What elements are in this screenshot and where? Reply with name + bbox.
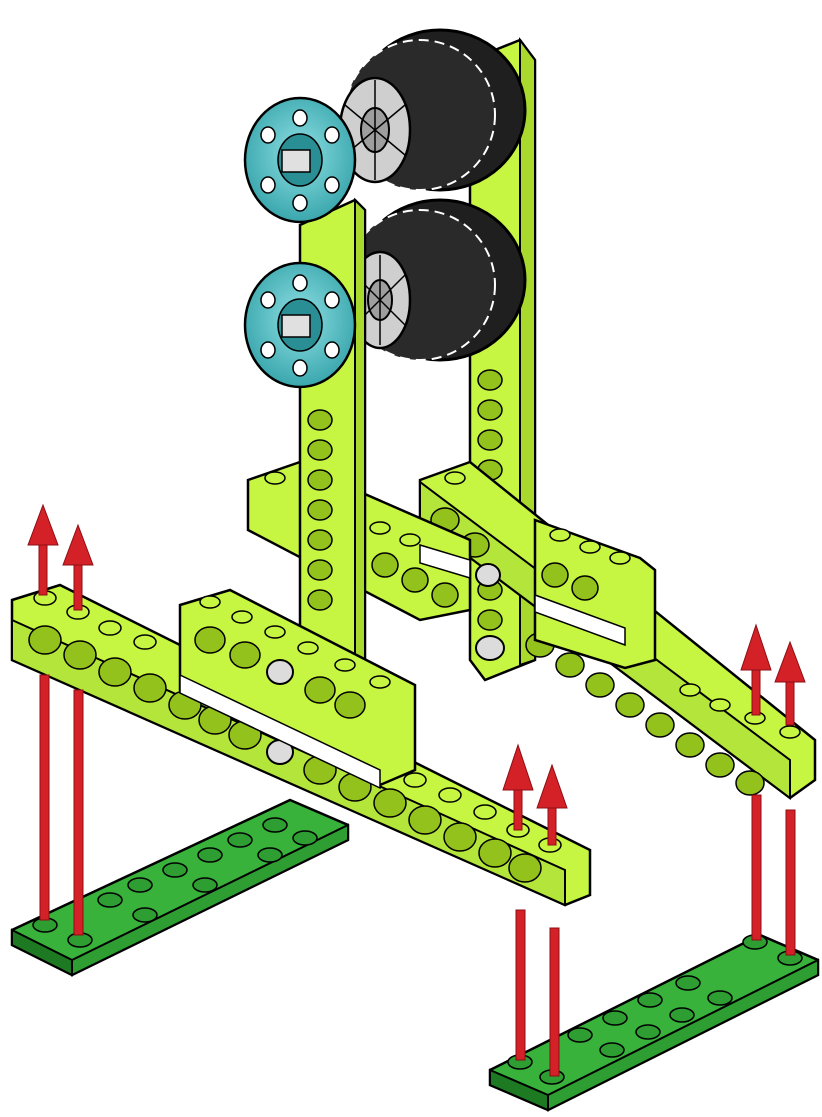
pulley-wheel-lower — [245, 263, 355, 387]
tire-upper — [340, 30, 525, 190]
tire-lower — [345, 200, 525, 360]
green-plate-right — [490, 935, 818, 1110]
pulley-wheel-upper — [245, 98, 355, 222]
green-plate-left — [12, 800, 348, 975]
